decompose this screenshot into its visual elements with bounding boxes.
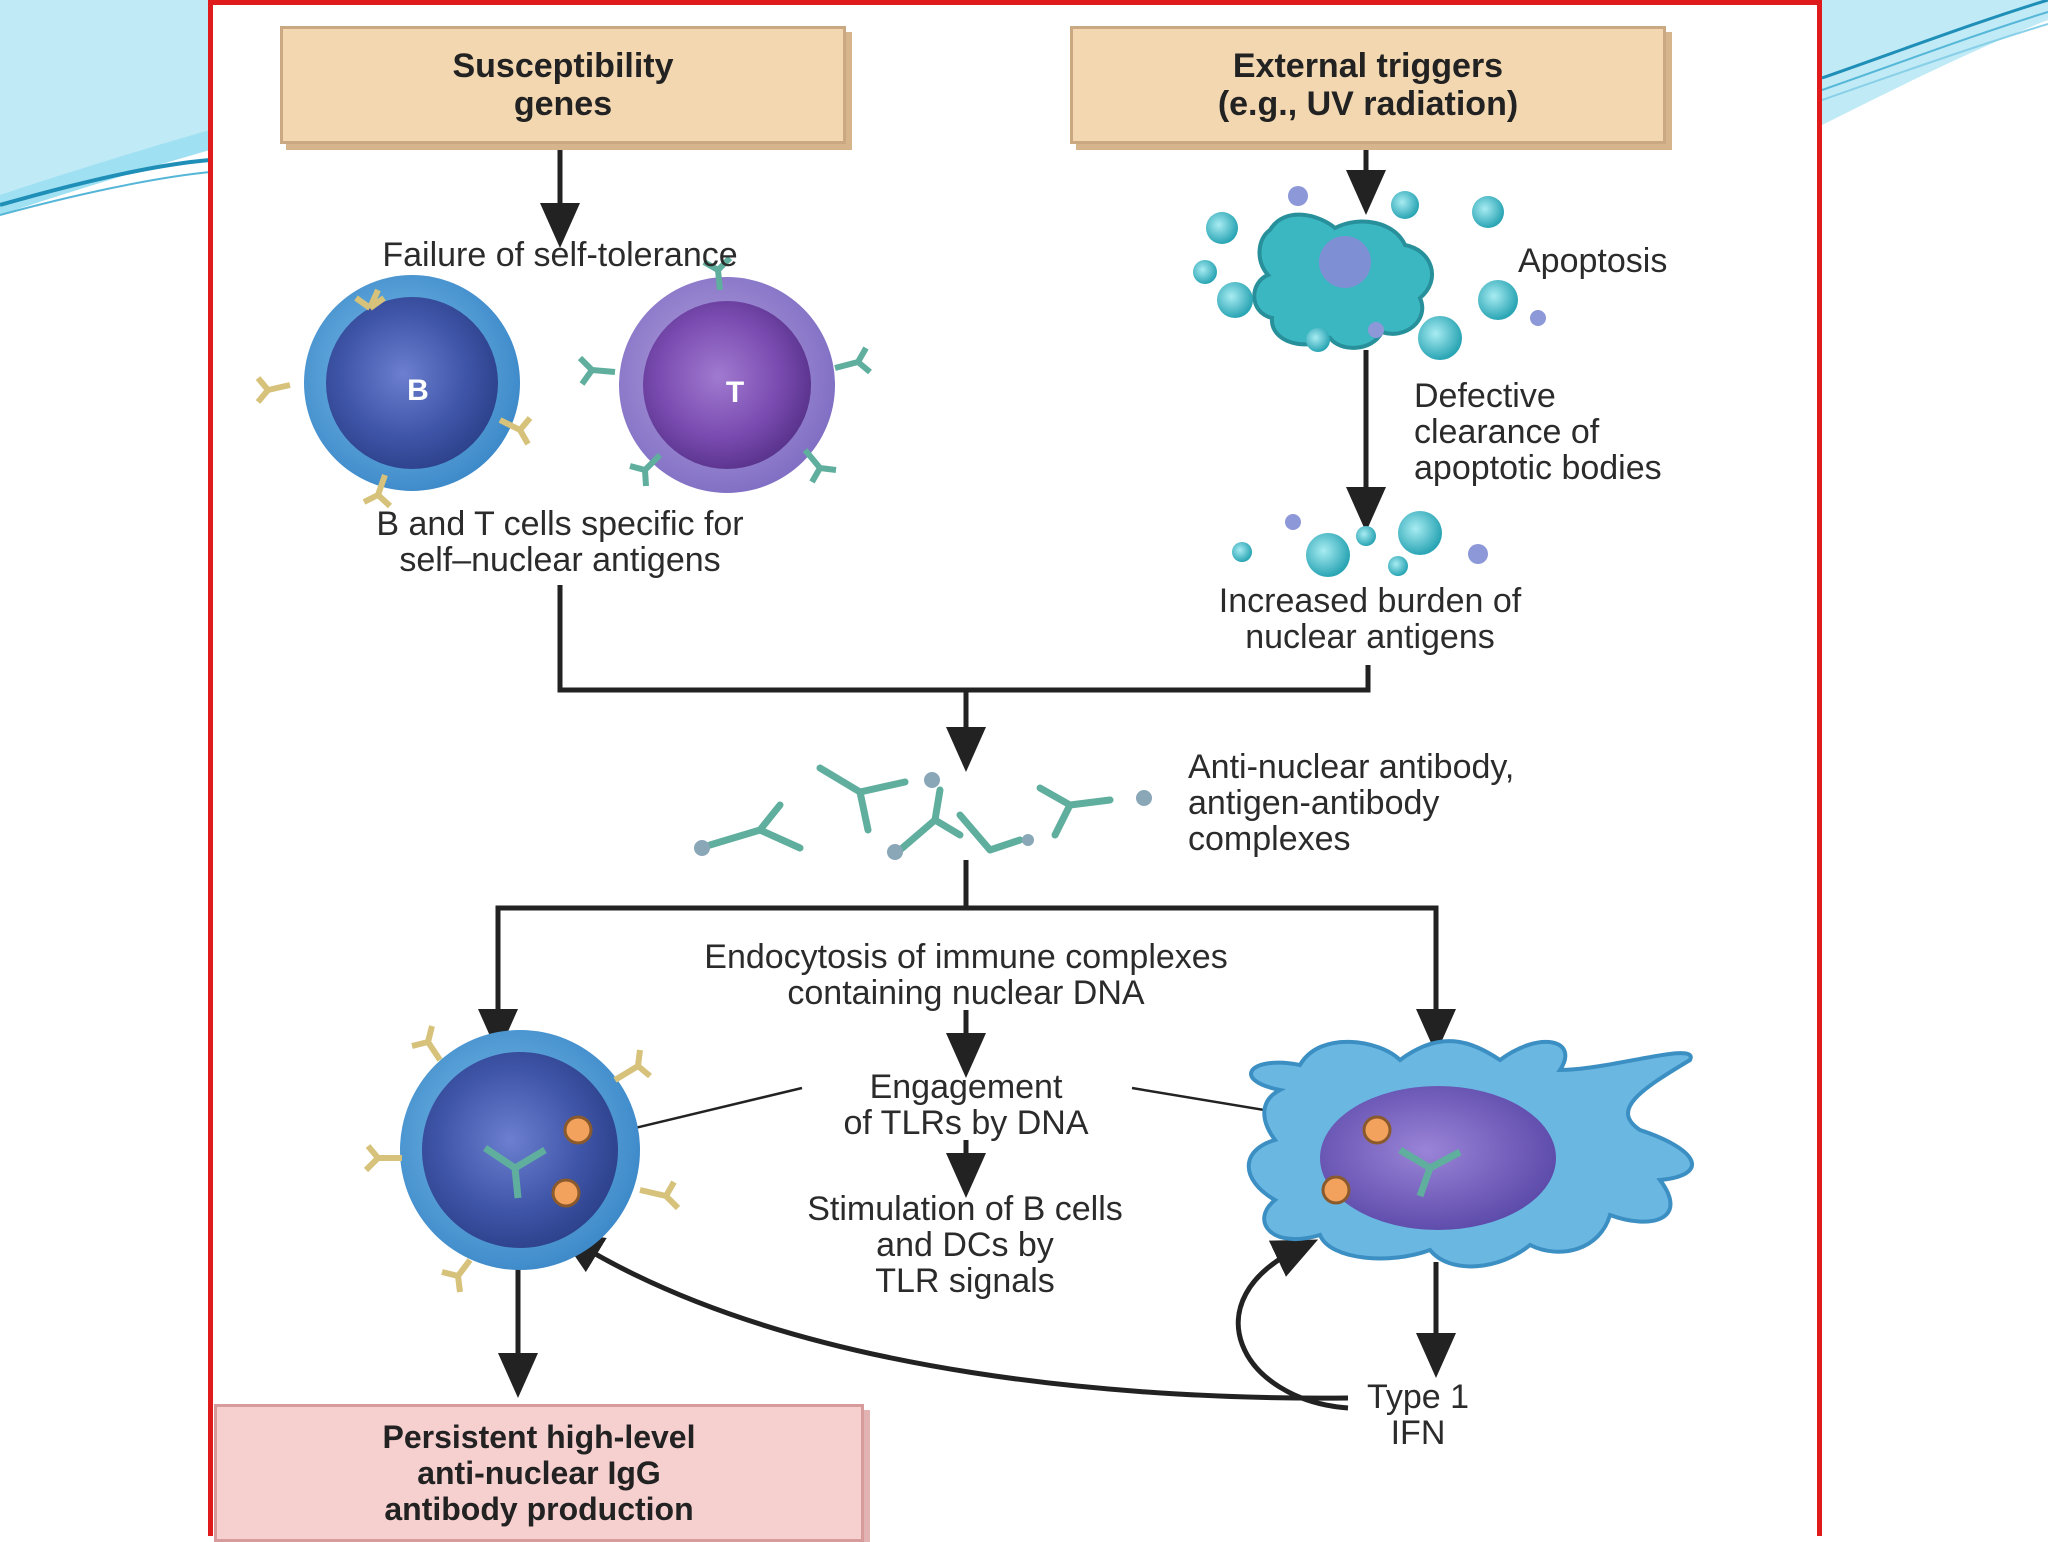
- type1-ifn-label-line2: IFN: [1390, 1414, 1446, 1452]
- antibody-complexes-icon: [706, 764, 1114, 854]
- antibody-label-line3: complexes: [1188, 820, 1351, 858]
- dendritic-cell-icon: [1246, 1039, 1694, 1269]
- antibody-label-line2: antigen-antibody: [1188, 784, 1440, 822]
- t-cell-letter: T: [726, 376, 744, 409]
- activated-b-cell-icon: [363, 1025, 681, 1293]
- b-cell-letter: B: [407, 374, 429, 407]
- apoptotic-cell-icon: [1193, 186, 1546, 360]
- endocytosis-label-line1: Endocytosis of immune complexes: [704, 938, 1228, 976]
- antibody-label-line1: Anti-nuclear antibody,: [1188, 748, 1515, 786]
- stimulation-label-line2: and DCs by: [876, 1226, 1054, 1264]
- persistent-antibody-production-label: Persistent high-level anti-nuclear IgG a…: [382, 1419, 696, 1527]
- increased-burden-line2: nuclear antigens: [1245, 618, 1495, 656]
- failure-self-tolerance-label: Failure of self-tolerance: [382, 236, 738, 274]
- endocytosis-label-line2: containing nuclear DNA: [787, 974, 1145, 1012]
- external-triggers-box: External triggers (e.g., UV radiation): [1070, 26, 1666, 144]
- t-cell-icon: [577, 255, 872, 493]
- nuclear-antigen-beads-icon: [1232, 511, 1488, 577]
- increased-burden-line1: Increased burden of: [1218, 582, 1522, 620]
- stimulation-label-line1: Stimulation of B cells: [807, 1190, 1123, 1228]
- engagement-label-line1: Engagement: [869, 1068, 1063, 1106]
- engagement-label-line2: of TLRs by DNA: [843, 1104, 1089, 1142]
- slide-decoration-left: [0, 0, 211, 216]
- persistent-antibody-production-box: Persistent high-level anti-nuclear IgG a…: [214, 1404, 864, 1542]
- b-cell-icon: [255, 275, 533, 509]
- defective-clearance-line3: apoptotic bodies: [1414, 449, 1662, 487]
- diagram-frame: [208, 0, 1822, 1536]
- bt-cells-label-line2: self–nuclear antigens: [399, 541, 721, 579]
- slide-decoration-right: [1822, 0, 2048, 125]
- type1-ifn-label-line1: Type 1: [1366, 1378, 1470, 1416]
- apoptosis-label: Apoptosis: [1518, 242, 1668, 280]
- susceptibility-genes-box: Susceptibility genes: [280, 26, 846, 144]
- defective-clearance-line2: clearance of: [1414, 413, 1600, 451]
- external-triggers-label: External triggers (e.g., UV radiation): [1217, 47, 1519, 123]
- defective-clearance-line1: Defective: [1414, 377, 1556, 415]
- stimulation-label-line3: TLR signals: [875, 1262, 1055, 1300]
- bt-cells-label-line1: B and T cells specific for: [376, 505, 744, 543]
- susceptibility-genes-label: Susceptibility genes: [452, 47, 674, 123]
